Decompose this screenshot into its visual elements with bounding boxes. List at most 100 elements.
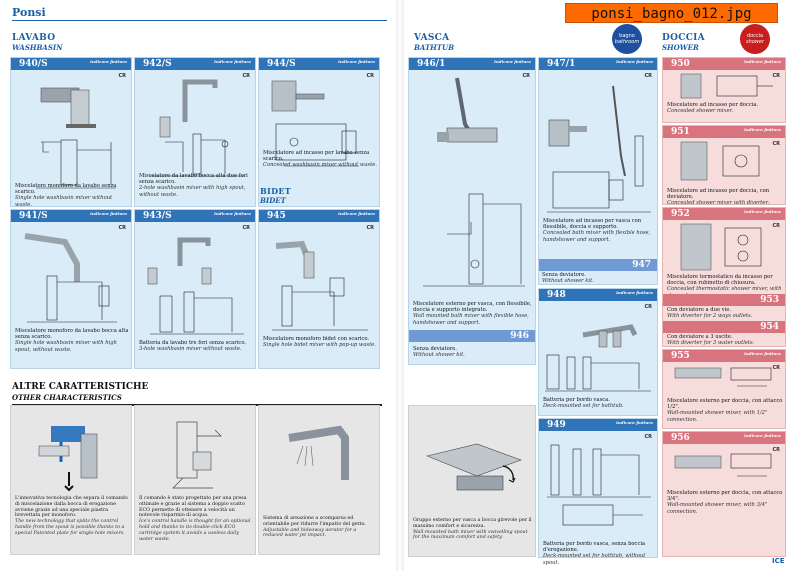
product-description: Batteria da lavabo tre fori senza scaric…	[139, 340, 247, 353]
variant-description-947: Senza deviatore.Without shower kit.	[542, 272, 594, 285]
feature-text: Gruppo esterno per vasca a bocca girevol…	[413, 518, 532, 541]
finish-code: CR	[522, 73, 530, 79]
bath-mixer-drawing	[423, 77, 525, 287]
variant-code: 947	[539, 259, 657, 271]
product-description: Miscelatore ad incasso per lavabo senza …	[263, 150, 377, 169]
section-title-bidet: BIDET	[260, 186, 291, 196]
finish-code: CR	[772, 73, 780, 79]
variant-code: 946	[409, 330, 535, 342]
product-description: Miscelatore esterno per doccia, con atta…	[667, 398, 783, 423]
product-description: Miscelatore esterno per doccia, con atta…	[667, 490, 783, 515]
product-description: Miscelatore monoforo da lavabo bocca alt…	[15, 328, 129, 353]
product-description: Miscelatore ad incasso per doccia, con d…	[667, 188, 770, 207]
finish-code: CR	[772, 365, 780, 371]
section-subtitle-washbasin: WASHBASIN	[12, 43, 63, 52]
wall-shower-mixer-drawing	[674, 453, 772, 477]
feature-panel-aerator: Sistema di areazione a scomparsa ed orie…	[258, 405, 380, 555]
faucet-drawing	[24, 233, 117, 323]
section-title-lavabo: LAVABO	[12, 33, 56, 43]
brand-logo: Ponsi	[12, 6, 46, 19]
feature-panel-bath-spout: Gruppo esterno per vasca a bocca girevol…	[408, 405, 536, 557]
product-description: Miscelatore ad incasso per doccia.Concea…	[667, 102, 759, 115]
finish-code: CR	[772, 141, 780, 147]
section-subtitle-shower: SHOWER	[662, 43, 699, 52]
finish-code: CR	[118, 73, 126, 79]
finish-code: CR	[644, 304, 652, 310]
faucet-illustration	[38, 426, 98, 492]
finish-code: CR	[242, 225, 250, 231]
finish-code: CR	[366, 225, 374, 231]
faucet-drawing	[147, 237, 244, 335]
variant-description: Con deviatore a 3 uscite.With diverter f…	[667, 334, 755, 347]
variant-description: Con deviatore a due vie.With diverter fo…	[667, 307, 753, 320]
file-name-tag: ponsi_bagno_012.jpg	[565, 3, 778, 23]
faucet-drawing	[36, 87, 116, 189]
product-description: Miscelatore ad incasso per vasca con fle…	[543, 218, 651, 243]
wall-shower-mixer-drawing	[674, 367, 772, 387]
faucet-drawing	[271, 80, 359, 167]
section-subtitle-bidet: BIDET	[260, 196, 286, 205]
faucet-drawing	[272, 240, 368, 331]
finish-code: CR	[644, 73, 652, 79]
product-description: Batteria per bordo vasca, senza boccia d…	[543, 541, 646, 566]
bath-mixer-drawing	[547, 85, 651, 213]
shower-mixer-drawing	[680, 73, 773, 99]
product-description: Miscelatore monoforo da lavabo senza sca…	[15, 183, 117, 208]
variant-code: 953	[663, 294, 785, 306]
finish-code: CR	[772, 223, 780, 229]
handle-illustration	[172, 421, 222, 489]
finish-code: CR	[772, 447, 780, 453]
section-title-doccia: DOCCIA	[662, 33, 705, 43]
feature-text: L'innovativa tecnologia che separa il co…	[15, 496, 128, 536]
finish-code: CR	[644, 434, 652, 440]
deck-mixer-drawing	[547, 444, 651, 526]
bath-spout-illustration	[426, 443, 522, 491]
feature-panel-handle: Il comando è stato progettato per una pr…	[134, 405, 256, 555]
finish-code: CR	[366, 73, 374, 79]
feature-text: Sistema di areazione a scomparsa ed orie…	[263, 516, 366, 539]
faucet-drawing	[150, 79, 245, 177]
finish-code: CR	[242, 73, 250, 79]
feature-text: Il comando è stato progettato per una pr…	[139, 496, 251, 542]
product-description: Miscelatore monoforo bidet con scarico.S…	[263, 336, 376, 349]
feature-panel-plate: L'innovativa tecnologia che separa il co…	[10, 405, 132, 555]
thermostatic-mixer-drawing	[680, 223, 762, 271]
aerator-illustration	[288, 425, 349, 480]
product-description: Batteria per bordo vasca.Deck-mounted se…	[543, 397, 624, 410]
deck-mixer-drawing	[545, 324, 651, 392]
page-gutter	[396, 0, 404, 570]
shower-mixer-drawing	[680, 141, 760, 181]
header-rule	[12, 20, 387, 21]
